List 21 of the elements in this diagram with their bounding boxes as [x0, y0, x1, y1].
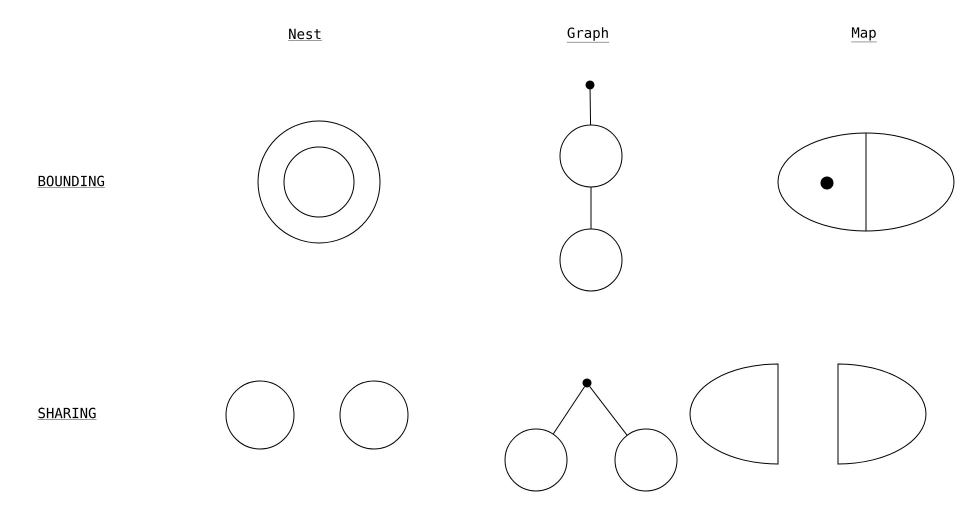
circle — [226, 380, 294, 450]
circle — [258, 120, 380, 244]
dot — [820, 176, 834, 190]
heading-label: SHARING — [37, 408, 97, 420]
circle — [284, 146, 354, 218]
heading-label: Nest — [288, 28, 322, 41]
connector-line — [552, 386, 586, 434]
dot — [586, 80, 594, 90]
connector-line — [590, 89, 592, 125]
circle — [560, 228, 622, 292]
heading-label: Graph — [566, 27, 610, 42]
heading-label: Map — [851, 27, 877, 42]
divided-ellipse — [778, 132, 954, 232]
connector-line — [589, 386, 628, 436]
connector-line — [590, 187, 592, 229]
circle — [504, 428, 568, 492]
dot — [582, 378, 592, 388]
circle — [340, 380, 408, 450]
circle — [614, 428, 678, 492]
heading-label: BOUNDING — [37, 176, 106, 188]
circle — [560, 124, 622, 188]
